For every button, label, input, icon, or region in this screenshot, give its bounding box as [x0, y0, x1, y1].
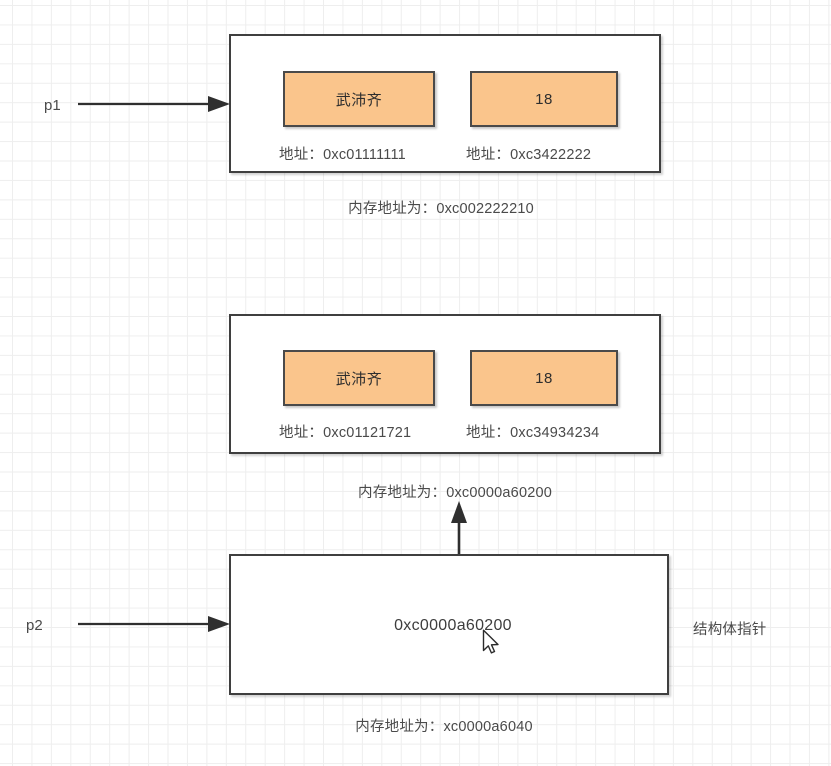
struct-2-memory-address: 内存地址为：0xc0000a60200	[357, 485, 553, 501]
struct-1-field-age: 18	[470, 71, 618, 127]
struct-2-field-age-value: 18	[535, 369, 553, 387]
struct-2-field-name-address: 地址：0xc01121721	[279, 425, 412, 441]
pointer-box-memory-address: 内存地址为：xc0000a6040	[355, 719, 533, 735]
pointer-box	[229, 554, 669, 695]
pointer-box-value: 0xc0000a60200	[394, 617, 512, 634]
pointer-label-p2: p2	[26, 617, 43, 634]
arrow-p2-to-pointer-box	[78, 616, 230, 632]
struct-2-field-name: 武沛齐	[283, 350, 435, 406]
struct-2-field-age-address: 地址：0xc34934234	[466, 425, 600, 441]
struct-1-memory-address: 内存地址为：0xc002222210	[348, 201, 534, 217]
struct-1-field-age-value: 18	[535, 90, 553, 108]
struct-1-field-name-value: 武沛齐	[335, 91, 383, 109]
arrow-pointer-to-struct-2	[451, 501, 467, 555]
struct-1-field-name: 武沛齐	[283, 71, 435, 127]
pointer-label-p1: p1	[44, 97, 61, 114]
pointer-box-side-label: 结构体指针	[693, 622, 767, 638]
struct-1-field-name-address: 地址：0xc01111111	[279, 147, 406, 163]
arrow-p1-to-struct-1	[78, 96, 230, 112]
struct-2-field-name-value: 武沛齐	[335, 370, 383, 388]
struct-1-field-age-address: 地址：0xc3422222	[466, 147, 592, 163]
struct-2-field-age: 18	[470, 350, 618, 406]
